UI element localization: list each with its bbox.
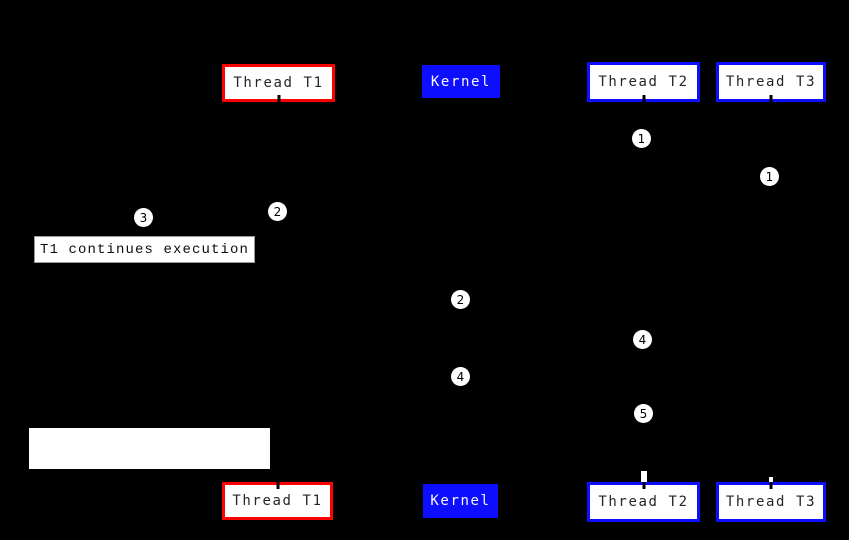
step-marker-number: 2: [456, 292, 465, 307]
lifeline-thread-t1: [277, 102, 279, 482]
step-marker-4-kernel: 4: [451, 367, 470, 386]
actor-kernel-label: Kernel: [430, 493, 491, 509]
actor-thread-t1-label: Thread T1: [232, 493, 323, 509]
actor-kernel-bottom: Kernel: [423, 484, 498, 518]
lifeline-thread-t2: [642, 102, 644, 482]
actor-thread-t2-bottom: Thread T2: [587, 482, 700, 522]
note-blank: [29, 428, 270, 469]
actor-thread-t1-label: Thread T1: [233, 75, 324, 91]
step-marker-4-t2: 4: [633, 330, 652, 349]
actor-thread-t1-bottom: Thread T1: [222, 482, 333, 520]
step-marker-number: 1: [637, 131, 646, 146]
step-marker-number: 1: [765, 169, 774, 184]
note-t1-continues-execution: T1 continues execution: [34, 236, 255, 263]
step-marker-number: 3: [139, 210, 148, 225]
arrowhead-fragment-t2: [641, 471, 647, 482]
step-marker-3: 3: [134, 208, 153, 227]
actor-thread-t2-label: Thread T2: [598, 74, 689, 90]
arrowhead-fragment-t3: [769, 477, 773, 482]
actor-thread-t2-top: Thread T2: [587, 62, 700, 102]
step-marker-number: 4: [638, 332, 647, 347]
step-marker-number: 2: [273, 204, 282, 219]
step-marker-2-kernel: 2: [451, 290, 470, 309]
step-marker-5: 5: [634, 404, 653, 423]
actor-thread-t2-label: Thread T2: [598, 494, 689, 510]
note-text: T1 continues execution: [39, 241, 250, 258]
step-marker-number: 5: [639, 406, 648, 421]
actor-thread-t3-top: Thread T3: [716, 62, 826, 102]
actor-kernel-top: Kernel: [422, 65, 500, 98]
step-marker-1-t2: 1: [632, 129, 651, 148]
actor-thread-t3-label: Thread T3: [725, 494, 817, 510]
actor-thread-t3-label: Thread T3: [725, 74, 817, 90]
step-marker-2-t1: 2: [268, 202, 287, 221]
actor-thread-t1-top: Thread T1: [222, 64, 335, 102]
step-marker-1-t3: 1: [760, 167, 779, 186]
actor-thread-t3-bottom: Thread T3: [716, 482, 826, 522]
step-marker-number: 4: [456, 369, 465, 384]
actor-kernel-label: Kernel: [430, 73, 492, 90]
lifeline-thread-t3: [770, 102, 772, 482]
